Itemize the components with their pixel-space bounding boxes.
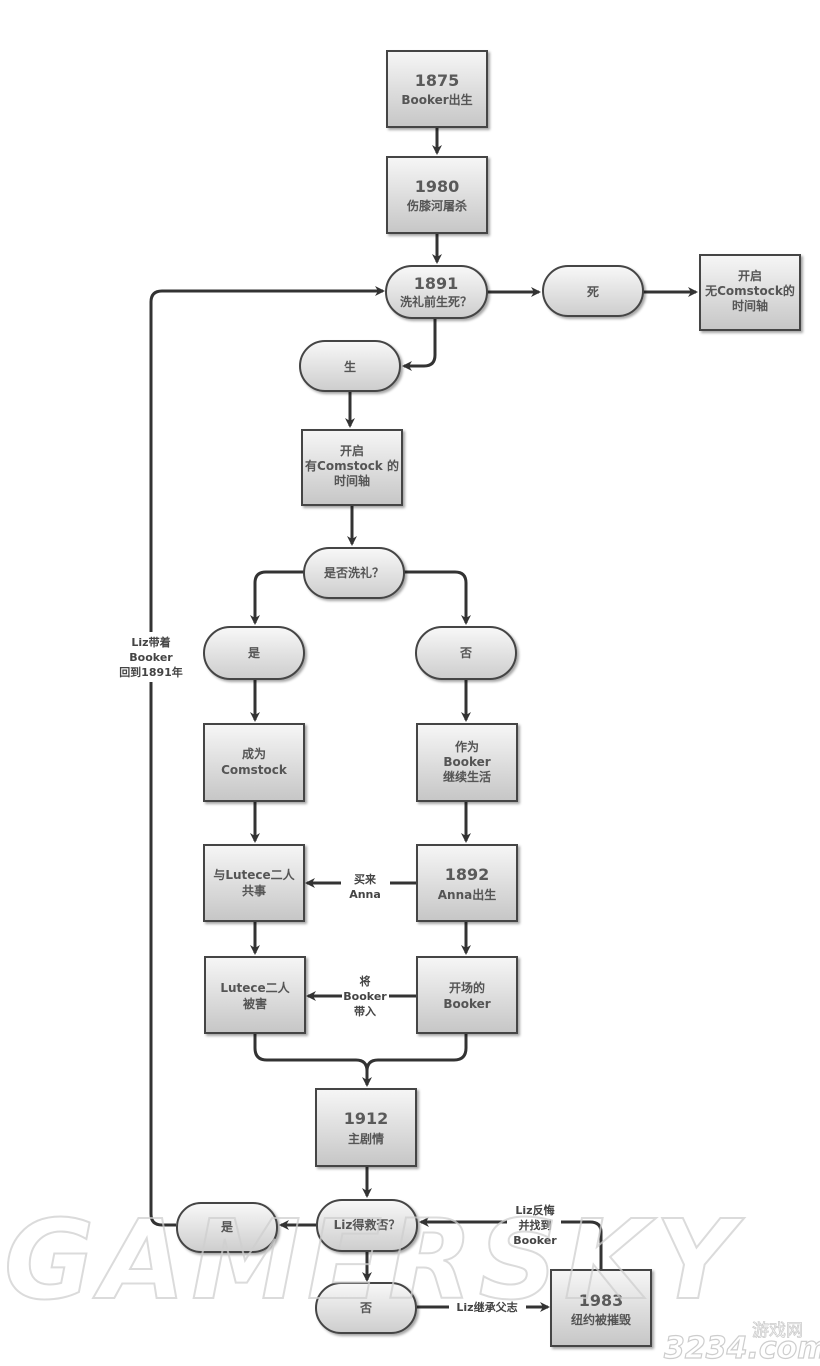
node-alive-label: 生 [344,359,356,374]
edge-baptized-no [404,570,471,625]
node-yes-baptized: 是 [203,626,305,680]
edge-label-liz-back-line2: Booker [129,651,173,664]
node-1983-year: 1983 [579,1291,624,1310]
node-no-comstock-line1: 开启 [738,268,762,283]
node-1912-label: 主剧情 [348,1131,384,1146]
node-opening-booker-line2: Booker [443,997,490,1011]
node-lutece-killed-line2: 被害 [243,996,267,1011]
node-no-comstock-line3: 时间轴 [732,298,768,313]
edge-1983-liz [421,1222,603,1270]
node-baptized-decision: 是否洗礼？ [303,547,405,599]
node-no-saved: 否 [315,1282,417,1334]
edge-label-buy-anna: 买来 Anna [349,872,381,901]
node-become-comstock-line1: 成为 [242,746,266,761]
node-liz-saved-label: Liz得救否？ [334,1217,401,1232]
node-1983-label: 纽约被摧毁 [571,1312,631,1327]
node-liz-saved-decision: Liz得救否？ [316,1199,418,1252]
node-1892-year: 1892 [445,865,490,884]
node-1875-label: Booker出生 [401,92,472,107]
node-yes-baptized-label: 是 [247,646,261,660]
node-with-comstock-line1: 开启 [340,443,364,458]
edge-1891-alive [402,318,437,371]
node-with-lutece-line1: 与Lutece二人 [213,867,295,882]
watermark: GAMERSKY 3234.com 游戏网 [3,1195,820,1366]
watermark-gamersky: GAMERSKY [4,1196,744,1324]
node-as-booker-line3: 继续生活 [443,769,491,784]
edge-label-liz-regret-line2: 并找到 [519,1218,552,1232]
connectors [149,127,698,1307]
node-1980-label: 伤膝河屠杀 [406,198,467,213]
node-1875: 1875 Booker出生 [386,50,488,128]
edge-label-bring-booker-line1: 将 [360,974,371,988]
node-no-comstock-line2: 无Comstock的 [704,283,795,298]
edge-label-liz-inherit-line1: Liz继承父志 [456,1300,517,1314]
node-dead: 死 [542,265,644,317]
node-1980: 1980 伤膝河屠杀 [386,156,488,234]
node-no-comstock-timeline: 开启 无Comstock的 时间轴 [699,254,801,331]
node-no-saved-label: 否 [359,1301,372,1315]
watermark-site-cn: 游戏网 [752,1321,803,1341]
edge-killed-1912 [253,1033,372,1087]
edge-label-liz-back: Liz带着 Booker 回到1891年 [113,632,189,682]
node-1875-year: 1875 [415,71,460,90]
node-dead-label: 死 [587,285,599,299]
node-no-baptized: 否 [415,626,517,680]
node-become-comstock-line2: Comstock [221,763,288,777]
node-become-comstock: 成为 Comstock [203,723,305,802]
edge-label-bring-booker: 将 Booker 带入 [343,974,387,1018]
edge-label-liz-back-line3: 回到1891年 [119,665,183,679]
node-alive: 生 [299,340,401,392]
edge-label-buy-anna-line1: 买来 [354,872,377,886]
node-lutece-killed: Lutece二人 被害 [204,956,306,1034]
edge-label-liz-regret-line1: Liz反悔 [515,1203,554,1217]
node-1912: 1912 主剧情 [315,1088,417,1167]
node-work-with-lutece: 与Lutece二人 共事 [203,844,305,922]
node-1891-decision: 1891 洗礼前生死？ [385,265,488,319]
node-with-comstock-timeline: 开启 有Comstock 的 时间轴 [301,429,403,506]
node-baptized-label: 是否洗礼？ [323,565,384,580]
node-as-booker: 作为 Booker 继续生活 [416,723,518,802]
edge-label-liz-regret-line3: Booker [513,1234,557,1247]
edge-loop-back-1891 [149,286,385,1227]
edge-label-buy-anna-line2: Anna [349,888,381,901]
node-yes-saved-label: 是 [220,1220,234,1234]
node-yes-saved: 是 [176,1202,278,1253]
node-with-comstock-line3: 时间轴 [334,473,370,488]
edge-label-liz-regret: Liz反悔 并找到 Booker [513,1203,557,1247]
node-1980-year: 1980 [415,177,460,196]
edge-baptized-yes [250,570,304,625]
node-1912-year: 1912 [344,1109,389,1128]
node-1892: 1892 Anna出生 [416,844,518,922]
node-1891-label: 洗礼前生死？ [400,294,472,309]
edge-opening-1912 [365,1033,468,1072]
edge-label-liz-back-line1: Liz带着 [131,635,170,649]
node-no-baptized-label: 否 [459,646,472,660]
edge-label-bring-booker-line2: Booker [343,990,387,1003]
node-opening-booker: 开场的 Booker [416,956,518,1034]
node-opening-booker-line1: 开场的 [449,980,485,995]
node-with-lutece-line2: 共事 [242,883,266,898]
watermark-site: 3234.com [664,1331,820,1366]
node-1983: 1983 纽约被摧毁 [550,1269,652,1347]
edge-label-bring-booker-line3: 带入 [354,1004,376,1018]
node-lutece-killed-line1: Lutece二人 [220,980,290,995]
node-1892-label: Anna出生 [438,887,496,902]
node-as-booker-line1: 作为 [455,739,479,754]
node-with-comstock-line2: 有Comstock 的 [305,458,399,473]
node-1891-year: 1891 [414,274,459,293]
edge-label-liz-inherit: Liz继承父志 [456,1300,517,1314]
node-as-booker-line2: Booker [443,755,490,769]
